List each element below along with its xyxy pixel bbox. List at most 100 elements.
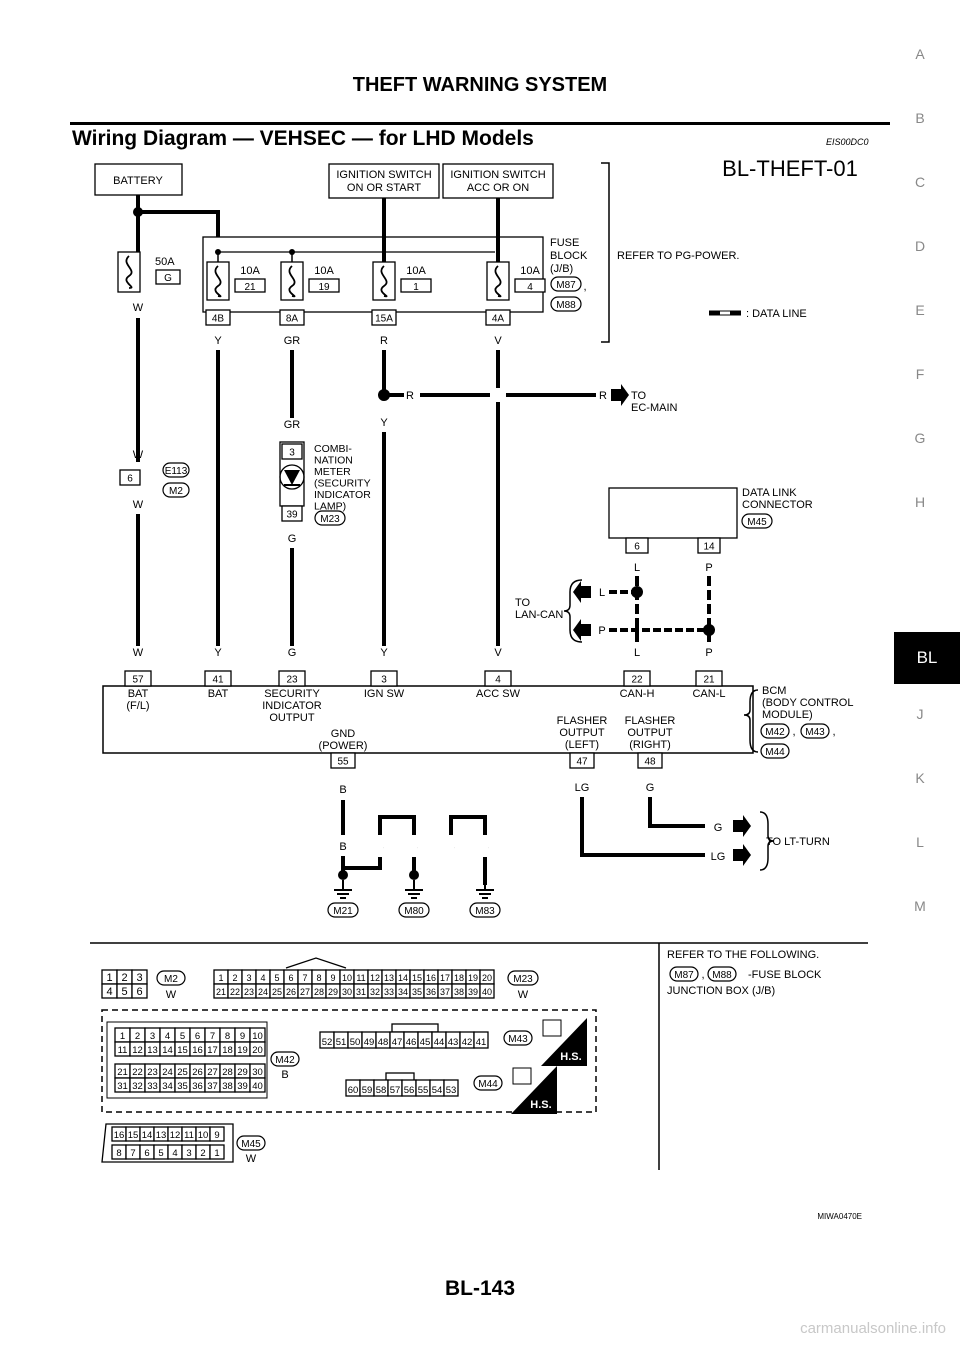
side-index-h[interactable]: H [914, 494, 926, 510]
conn-m42a-pin-1: 1 [120, 1031, 125, 1042]
conn-m23-pin-28: 28 [314, 987, 324, 997]
conn-m23-pin-17: 17 [440, 973, 450, 983]
bcm-name-57b: (F/L) [126, 700, 149, 712]
conn-m43-pin-46: 46 [406, 1037, 417, 1048]
side-index-m[interactable]: M [914, 898, 926, 914]
ign-on-start-box [328, 163, 440, 199]
conn-m42a-pin-14: 14 [162, 1045, 173, 1056]
conn-m42b-pin-40: 40 [252, 1081, 263, 1092]
fusible-amp: 50A [155, 256, 175, 268]
conn-m45-outline [101, 1123, 234, 1163]
side-index-k[interactable]: K [915, 770, 925, 786]
conn-m42a-pin-15: 15 [177, 1045, 188, 1056]
bcm-name-23c: OUTPUT [269, 712, 315, 724]
bcm-pin-41 [204, 670, 232, 687]
conn-m23-pin-8: 8 [316, 973, 321, 983]
conn-m23-pin-12: 12 [370, 973, 380, 983]
bcm-gnd-2: (POWER) [319, 740, 368, 752]
conn-m23-pin-10: 10 [342, 973, 352, 983]
conn-m23-pin-22: 22 [230, 987, 240, 997]
conn-m42-id [270, 1051, 300, 1067]
conn-m23-id-text: M23 [513, 974, 533, 985]
page-header: THEFT WARNING SYSTEM [352, 74, 608, 96]
combi-pin-3 [281, 443, 303, 460]
conn-m42a-pin-3: 3 [150, 1031, 155, 1042]
side-index-b[interactable]: B [915, 110, 925, 126]
side-index-g[interactable]: G [914, 430, 926, 446]
fuse-1 [372, 261, 396, 301]
side-index-e[interactable]: E [915, 302, 925, 318]
lan-can-to: TO [515, 597, 531, 609]
bcm-pin-22 [623, 670, 651, 687]
indicator-lamp-icon [284, 470, 300, 485]
lan-can-label: LAN-CAN [515, 609, 563, 621]
conn-m23-pin-13: 13 [384, 973, 394, 983]
conn-m42b-pin-37: 37 [207, 1081, 218, 1092]
conn-m43-latch [391, 1023, 439, 1033]
side-index-j[interactable]: J [916, 706, 924, 722]
fusible-link [117, 251, 141, 293]
side-index-a[interactable]: A [915, 46, 925, 62]
battery-box [94, 163, 183, 196]
conn-m42b-pin-30: 30 [252, 1067, 263, 1078]
conn-m44-pin-57: 57 [390, 1085, 401, 1096]
combi-label-5: LAMP) [314, 501, 346, 513]
conn-m42-color: B [281, 1069, 288, 1081]
conn-m23-pin-9: 9 [330, 973, 335, 983]
conn-m2-pin-1: 1 [106, 972, 112, 984]
bcm-conn-m44 [760, 743, 790, 759]
bcm-name-4: ACC SW [476, 688, 521, 700]
bcm-pin-41-text: 41 [212, 675, 224, 686]
side-index-d[interactable]: D [914, 238, 926, 254]
conn-m42b-pin-21: 21 [117, 1067, 128, 1078]
fuse-term-15A-text: 15A [375, 314, 393, 325]
side-index-bl[interactable]: BL [894, 632, 960, 684]
ign-acc-label-2: ACC OR ON [467, 182, 529, 194]
conn-m45a-pin-14: 14 [142, 1130, 153, 1141]
combi-label-3: (SECURITY [314, 478, 371, 490]
side-index-f[interactable]: F [915, 366, 925, 382]
conn-m23-pin-19: 19 [468, 973, 478, 983]
bcm-pin-4-color: V [494, 647, 502, 659]
conn-m23-pin-1: 1 [218, 973, 223, 983]
fuse-term-8A-text: 8A [286, 314, 299, 325]
bcm-pin-3-text: 3 [381, 675, 387, 686]
conn-m42b-pin-32: 32 [132, 1081, 143, 1092]
bcm-conn-m42-text: M42 [765, 727, 785, 738]
conn-m42b-pin-25: 25 [177, 1067, 188, 1078]
conn-m23-pin-32: 32 [370, 987, 380, 997]
side-index-l[interactable]: L [916, 834, 924, 850]
fuse-color-15A: R [380, 335, 388, 347]
bcm-pin-48 [637, 752, 663, 769]
conn-m23-pin-3: 3 [246, 973, 251, 983]
conn-m44-pin-55: 55 [418, 1085, 429, 1096]
figure-code: MIWA0470E [817, 1212, 862, 1221]
conn-m23-pin-25: 25 [272, 987, 282, 997]
data-link-color-l: L [634, 562, 640, 574]
fuse-term-4A-text: 4A [492, 314, 505, 325]
conn-m2-pin-2: 2 [121, 972, 127, 984]
conn-m45a-pin-9: 9 [214, 1130, 219, 1141]
fuse-21-element [214, 265, 222, 298]
bcm-pin-3-color: Y [380, 647, 388, 659]
lt-turn-bracket [759, 811, 775, 871]
conn-m43-pin-49: 49 [364, 1037, 375, 1048]
conn-m45a-cell-9 [209, 1126, 225, 1142]
fuse-19 [280, 261, 304, 301]
bcm-pin-23-color: G [288, 647, 297, 659]
data-link-label-2: CONNECTOR [742, 499, 813, 511]
fuse-block-bracket [601, 162, 610, 343]
data-link-color-r: P [705, 562, 712, 574]
lan-can-p-arrow-icon [573, 619, 591, 641]
conn-m42b-cell-40 [249, 1077, 266, 1093]
conn-m43-pin-43: 43 [448, 1037, 459, 1048]
ign-acc-label-1: IGNITION SWITCH [450, 169, 545, 181]
lt-turn-g-arrow-icon [733, 815, 751, 837]
page-number: BL-143 [444, 1277, 516, 1300]
side-index-c[interactable]: C [914, 174, 926, 190]
conn-m23-pin-16: 16 [426, 973, 436, 983]
fuse-block-conn-2-text: M88 [556, 300, 576, 311]
ec-main-color-right: R [599, 390, 607, 402]
fuse-block-conn-1-text: M87 [556, 280, 576, 291]
ground-m83-text: M83 [475, 906, 495, 917]
